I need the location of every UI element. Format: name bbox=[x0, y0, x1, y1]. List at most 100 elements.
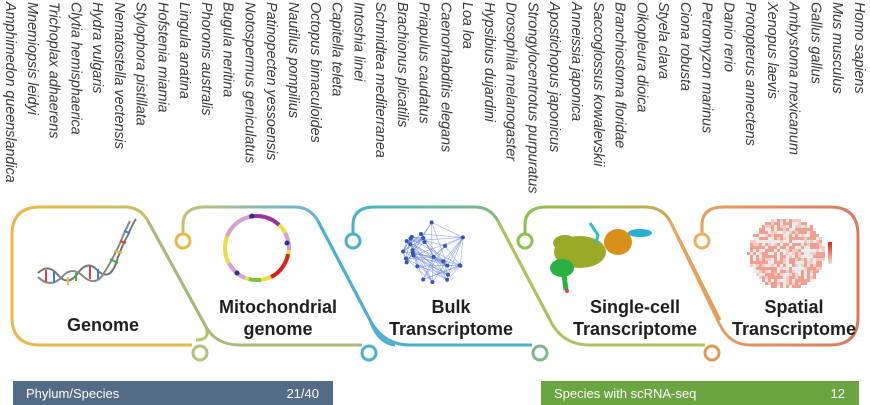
spatial-spot bbox=[774, 255, 777, 258]
spatial-spot bbox=[780, 261, 783, 264]
spatial-spot bbox=[780, 240, 783, 243]
spatial-spot bbox=[795, 219, 798, 222]
spatial-spot bbox=[786, 255, 789, 258]
spatial-spot bbox=[774, 246, 777, 249]
species-name: Nautilus pompilius bbox=[285, 2, 301, 118]
spatial-spot bbox=[801, 261, 804, 264]
spatial-spot bbox=[774, 222, 777, 225]
spatial-spot bbox=[771, 270, 774, 273]
species-label: Mnemiopsis leidyi bbox=[25, 2, 39, 115]
spatial-spot bbox=[759, 228, 762, 231]
spatial-spot bbox=[801, 276, 804, 279]
spatial-spot bbox=[759, 264, 762, 267]
spatial-spot bbox=[753, 264, 756, 267]
spatial-spot bbox=[795, 255, 798, 258]
spatial-spot bbox=[813, 234, 816, 237]
phylum-species-stat-bar: Phylum/Species 21/40 bbox=[13, 381, 333, 405]
spatial-spot bbox=[810, 276, 813, 279]
spatial-spot bbox=[822, 246, 825, 249]
spatial-spot bbox=[795, 282, 798, 285]
species-name: Trichoplax adhaerens bbox=[46, 2, 62, 138]
spatial-spot bbox=[801, 273, 804, 276]
spatial-spot bbox=[768, 249, 771, 252]
spatial-spot bbox=[813, 231, 816, 234]
spatial-spot bbox=[789, 252, 792, 255]
spatial-spot bbox=[813, 249, 816, 252]
spatial-spot bbox=[783, 249, 786, 252]
spatial-spot bbox=[789, 219, 792, 222]
bulk-connector-node-right bbox=[533, 346, 547, 360]
spatial-spot bbox=[780, 267, 783, 270]
spatial-spot bbox=[774, 261, 777, 264]
spatial-spot bbox=[822, 249, 825, 252]
network-node bbox=[421, 236, 425, 240]
species-name: Styela clava bbox=[655, 2, 671, 79]
spatial-spot bbox=[762, 231, 765, 234]
spatial-spot bbox=[783, 219, 786, 222]
spatial-spot bbox=[801, 279, 804, 282]
species-label: Nautilus pompilius bbox=[286, 2, 300, 118]
spatial-spot bbox=[759, 258, 762, 261]
spatial-spot bbox=[804, 246, 807, 249]
spatial-spot bbox=[813, 252, 816, 255]
network-node bbox=[408, 242, 412, 246]
species-name: Ambystoma mexicanum bbox=[786, 2, 802, 155]
spatial-spot bbox=[816, 246, 819, 249]
spatial-spot bbox=[783, 243, 786, 246]
spatial-spot bbox=[822, 258, 825, 261]
spatial-spot bbox=[792, 276, 795, 279]
spatial-spot bbox=[789, 222, 792, 225]
spatial-spot bbox=[813, 243, 816, 246]
species-label: Loa loa bbox=[460, 2, 474, 49]
spatial-spot bbox=[777, 276, 780, 279]
species-name: Nematostella vectensis bbox=[111, 2, 127, 149]
spatial-spot bbox=[807, 252, 810, 255]
spatial-spot bbox=[765, 243, 768, 246]
spatial-spot bbox=[753, 240, 756, 243]
species-name: Brachionus plicatilis bbox=[394, 2, 410, 127]
species-label: Stylophora pistillata bbox=[134, 2, 148, 126]
stage-label-line: genome bbox=[210, 318, 346, 340]
spatial-spot bbox=[795, 222, 798, 225]
spatial-spot bbox=[777, 231, 780, 234]
spatial-spot bbox=[792, 258, 795, 261]
spatial-spot bbox=[780, 282, 783, 285]
spatial-spot bbox=[807, 243, 810, 246]
spatial-spot bbox=[807, 261, 810, 264]
spatial-spot bbox=[813, 261, 816, 264]
spatial-spot bbox=[801, 282, 804, 285]
spatial-spot bbox=[774, 282, 777, 285]
spatial-spot bbox=[762, 225, 765, 228]
spatial-spot bbox=[804, 222, 807, 225]
spatial-spot bbox=[786, 222, 789, 225]
spatial-spot bbox=[759, 240, 762, 243]
spatial-spot bbox=[771, 264, 774, 267]
species-name: Anneissia japonica bbox=[568, 2, 584, 121]
spatial-spot bbox=[810, 240, 813, 243]
network-node bbox=[443, 244, 447, 248]
species-label: Brachionus plicatilis bbox=[395, 2, 409, 127]
spatial-spot bbox=[804, 276, 807, 279]
spatial-spot bbox=[798, 243, 801, 246]
spatial-spot bbox=[795, 228, 798, 231]
species-name: Priapulus caudatus bbox=[416, 2, 432, 124]
spatial-spot bbox=[756, 240, 759, 243]
spatial-spot bbox=[750, 255, 753, 258]
omics-pipeline-diagram bbox=[0, 195, 870, 370]
spatial-spot bbox=[768, 279, 771, 282]
spatial-spot bbox=[816, 234, 819, 237]
spatial-spot bbox=[771, 222, 774, 225]
spatial-spot bbox=[771, 231, 774, 234]
spatial-spot bbox=[819, 249, 822, 252]
spatial-spot bbox=[777, 252, 780, 255]
spatial-spot bbox=[789, 285, 792, 288]
spatial-spot bbox=[756, 246, 759, 249]
spatial-spot bbox=[813, 237, 816, 240]
spatial-spot bbox=[774, 240, 777, 243]
spatial-spot bbox=[777, 225, 780, 228]
network-node bbox=[411, 251, 415, 255]
stat-value: 21/40 bbox=[286, 386, 319, 401]
stage-label-spatial: Spatial Transcriptome bbox=[724, 296, 864, 340]
spatial-spot bbox=[798, 231, 801, 234]
spatial-spot bbox=[795, 258, 798, 261]
